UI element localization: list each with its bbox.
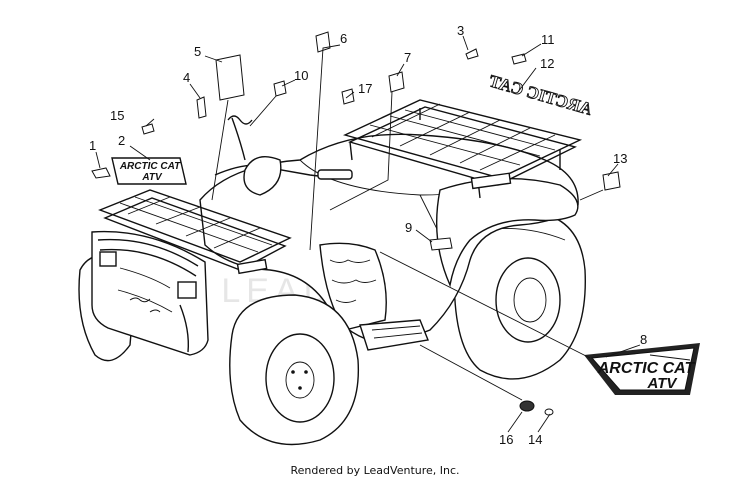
- decal-15: [141, 123, 155, 135]
- decal-large-brand: ARCTIC CAT: [597, 360, 696, 377]
- callout-7: 7: [404, 50, 411, 65]
- callout-15: 15: [110, 108, 124, 123]
- front-rack: [98, 189, 292, 275]
- callout-14: 14: [528, 432, 542, 447]
- callout-numbers: 1 2 3 4 5 6 7 8 9 10 11 12 13 14 15 16 1…: [89, 23, 647, 447]
- callout-4: 4: [183, 70, 190, 85]
- callout-11: 11: [541, 32, 555, 47]
- decal-13: [602, 171, 621, 191]
- decal-7: [388, 71, 405, 93]
- callout-8: 8: [640, 332, 647, 347]
- callout-17: 17: [358, 81, 372, 96]
- handlebar: [214, 115, 353, 196]
- decal-small-arctic-cat-atv: ARCTIC CAT ATV: [111, 157, 187, 185]
- engine: [319, 242, 429, 351]
- front-bumper: [91, 230, 209, 356]
- callout-2: 2: [118, 133, 125, 148]
- decal-3: [465, 48, 479, 60]
- leader-lines: [95, 35, 691, 433]
- callout-12: 12: [540, 56, 554, 71]
- callout-9: 9: [405, 220, 412, 235]
- callout-10: 10: [294, 68, 308, 83]
- front-right-wheel: [229, 294, 360, 446]
- decal-large-model: ATV: [647, 375, 679, 392]
- decal-side-script-text: ARCTIC CAT: [486, 71, 594, 119]
- decal-16: [519, 400, 535, 412]
- callout-3: 3: [457, 23, 464, 38]
- callout-13: 13: [613, 151, 627, 166]
- callout-5: 5: [194, 44, 201, 59]
- decal-4: [196, 96, 207, 119]
- decal-11: [511, 53, 527, 65]
- small-decals: [91, 31, 621, 416]
- rear-rack: [342, 99, 583, 199]
- decal-small-brand: ARCTIC CAT: [119, 161, 181, 172]
- decal-side-script: ARCTIC CAT: [486, 71, 595, 120]
- decal-small-model: ATV: [141, 172, 163, 183]
- callout-6: 6: [340, 31, 347, 46]
- decal-9: [429, 237, 453, 251]
- callout-1: 1: [89, 138, 96, 153]
- decal-large-arctic-cat-atv: ARCTIC CAT ATV: [584, 343, 700, 395]
- decal-14: [544, 408, 554, 416]
- decal-10: [273, 80, 287, 97]
- callout-16: 16: [499, 432, 513, 447]
- decal-5: [215, 54, 245, 101]
- decal-1: [91, 167, 111, 179]
- footer-credit: Rendered by LeadVenture, Inc.: [290, 464, 460, 477]
